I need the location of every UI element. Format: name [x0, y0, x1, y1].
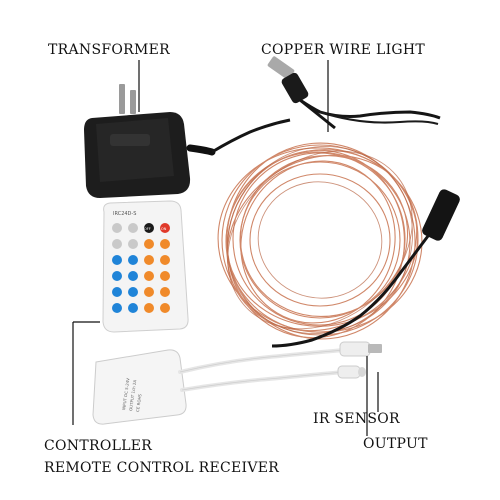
remote-buttons: [112, 223, 170, 313]
controller-text-1: INPUT DC 5-24V: [121, 377, 130, 410]
remote-control: IRC24D-S: [102, 200, 189, 333]
label-transformer: TRANSFORMER: [48, 42, 170, 58]
label-copper-wire-light: COPPER WIRE LIGHT: [261, 42, 426, 58]
controller-text-3: CE ROHS: [135, 393, 143, 412]
remote-model-text: IRC24D-S: [113, 211, 136, 217]
copper-light-lead: [267, 56, 441, 130]
label-controller: CONTROLLER: [44, 438, 153, 454]
leader-lines: [72, 60, 379, 436]
label-remote-control-receiver: REMOTE CONTROL RECEIVER: [44, 460, 280, 476]
remote-off-text: OFF: [144, 227, 151, 231]
label-ir-sensor: IR SENSOR: [313, 411, 400, 427]
remote-on-text: ON: [161, 227, 167, 231]
controller-box: INPUT DC 5-24V OUTPUT 1ch 2A CE ROHS: [92, 341, 382, 425]
controller-text-2: OUTPUT 1ch 2A: [128, 379, 137, 411]
transformer-adapter: [84, 84, 291, 198]
female-dc-connector: [271, 189, 460, 348]
label-output: OUTPUT: [363, 436, 428, 452]
copper-wire-coil-inner: [227, 145, 413, 335]
copper-wire-coil: [217, 142, 423, 340]
